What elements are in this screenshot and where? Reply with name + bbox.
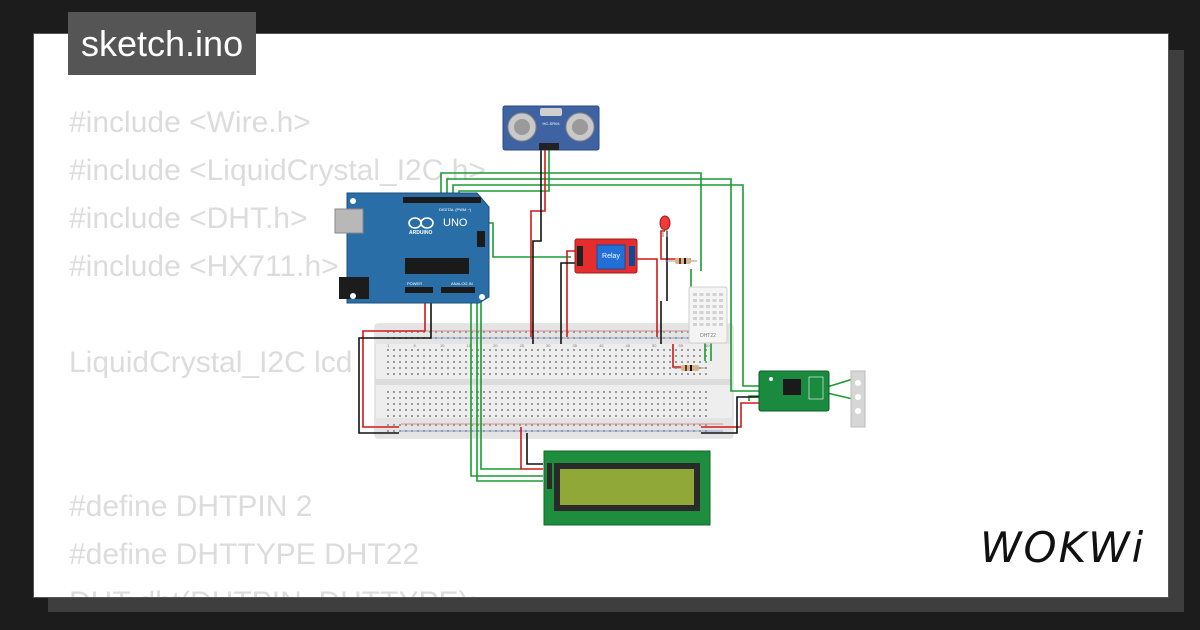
code-line: #include <DHT.h> — [69, 202, 308, 235]
arduino-analog-label: ANALOG IN — [451, 281, 473, 286]
arduino-model: UNO — [443, 217, 468, 229]
code-background: #include <Wire.h> #include <LiquidCrystal… — [69, 99, 486, 597]
relay-module[interactable]: Relay — [574, 238, 638, 274]
breadboard-number: 15 — [467, 343, 472, 348]
sketch-filename-tab[interactable]: sketch.ino — [68, 12, 257, 75]
breadboard-number: 35 — [573, 343, 578, 348]
code-line: DHT dht(DHTPIN, DHTTYPE); — [69, 579, 486, 597]
dht22-sensor[interactable]: DHT22 — [688, 286, 728, 344]
arduino-power-label: POWER — [407, 281, 422, 286]
arduino-uno[interactable]: UNO ARDUINO DIGITAL (PWM ~) POWER ANALOG… — [334, 192, 490, 304]
breadboard-holes — [387, 331, 707, 432]
breadboard-number: 20 — [493, 343, 498, 348]
breadboard-number: 30 — [546, 343, 551, 348]
breadboard-number: 60 — [705, 343, 710, 348]
load-cell[interactable] — [850, 370, 866, 428]
breadboard-number: 25 — [520, 343, 525, 348]
breadboard-number: 5 — [414, 343, 417, 348]
breadboard-number: 40 — [599, 343, 604, 348]
code-line: #include <Wire.h> — [69, 106, 311, 139]
breadboard-number: 55 — [679, 343, 684, 348]
breadboard-number: 1 — [387, 343, 390, 348]
hx711-module[interactable] — [758, 370, 830, 412]
arduino-digital-label: DIGITAL (PWM ~) — [439, 207, 472, 212]
arduino-brand: ARDUINO — [409, 230, 432, 236]
code-line: #define DHTPIN 2 — [69, 490, 313, 523]
code-line: #include <LiquidCrystal_I2C.h> — [69, 154, 486, 187]
breadboard-number: 50 — [652, 343, 657, 348]
code-line: #define DHTTYPE DHT22 — [69, 538, 420, 571]
red-led[interactable] — [659, 215, 671, 237]
lcd-display[interactable] — [543, 450, 711, 526]
code-line: #include <HX711.h> — [69, 250, 339, 283]
preview-card[interactable]: #include <Wire.h> #include <LiquidCrystal… — [33, 33, 1169, 598]
relay-label: Relay — [602, 253, 620, 260]
svg-text:WOKWi: WOKWi — [980, 524, 1145, 572]
ultrasonic-sensor[interactable]: HC-SR04 — [502, 105, 600, 151]
wires-black — [358, 149, 761, 465]
dht-label: DHT22 — [700, 333, 716, 339]
resistor-1 — [665, 258, 697, 264]
wokwi-logo: WOKWi — [978, 523, 1150, 577]
ultrasonic-label: HC-SR04 — [542, 121, 560, 126]
code-line: LiquidCrystal_I2C lcd — [69, 346, 353, 379]
breadboard-number: 10 — [440, 343, 445, 348]
breadboard-number: 45 — [626, 343, 631, 348]
resistor-2 — [673, 365, 707, 371]
